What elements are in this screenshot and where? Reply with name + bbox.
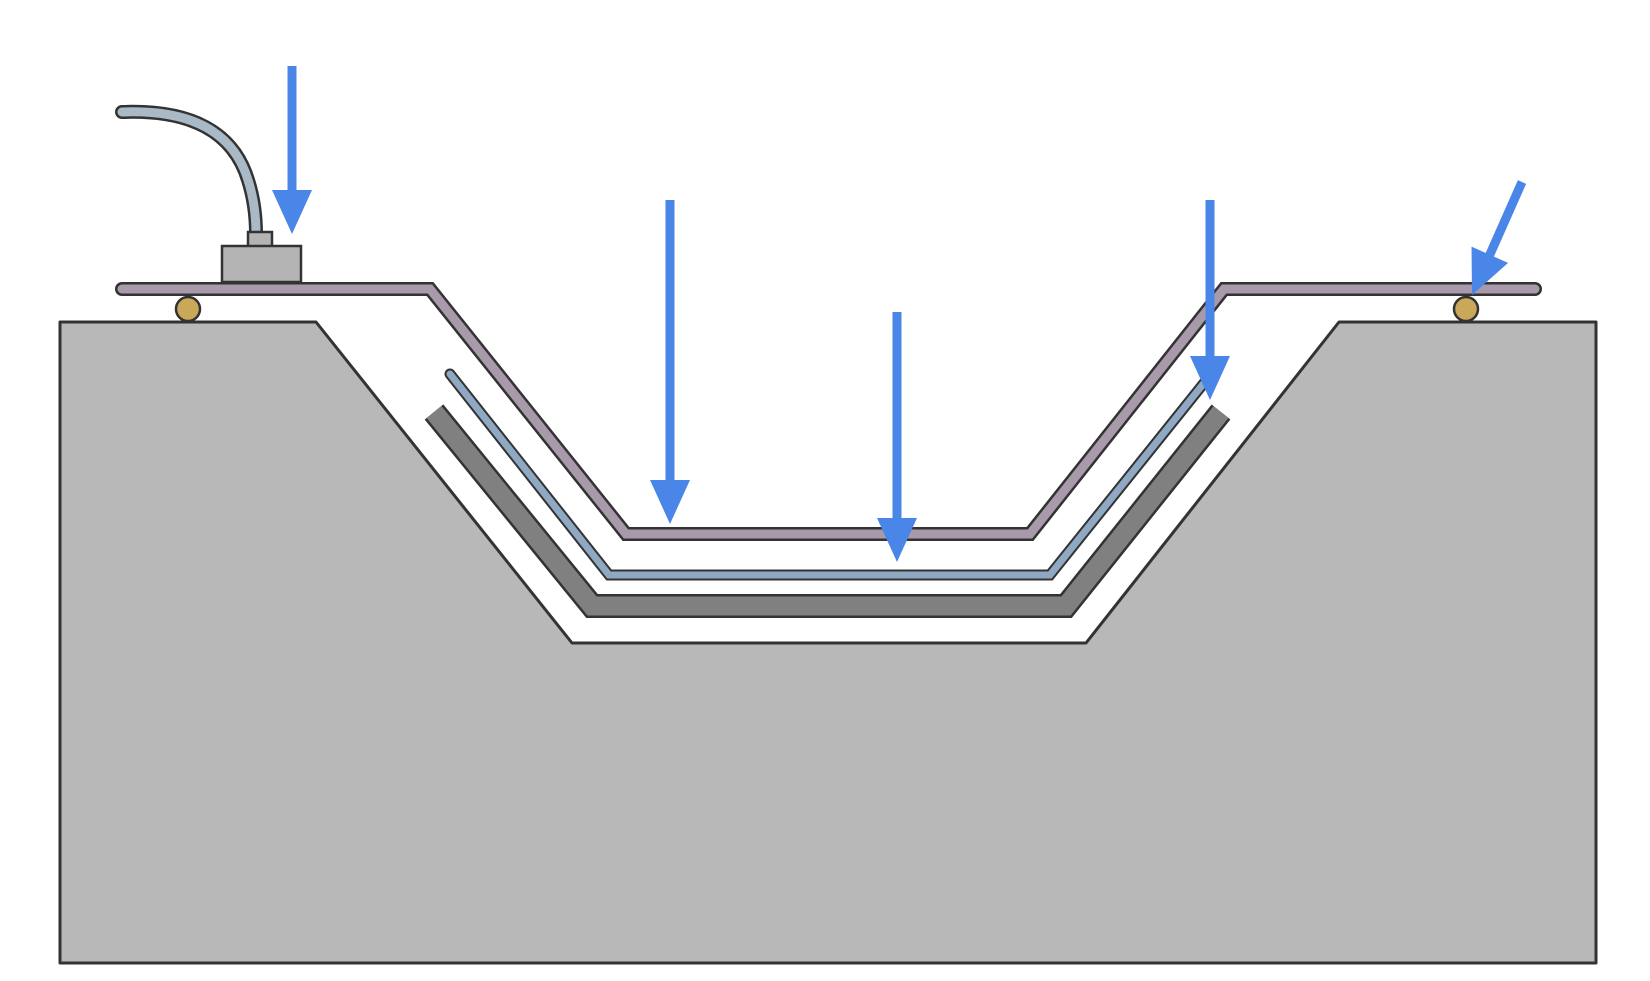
- pointer-arrows: [272, 66, 1527, 562]
- laminate-layer-fill: [426, 406, 1229, 616]
- arrow-head: [877, 518, 917, 562]
- peel-ply-layer: [444, 368, 1214, 581]
- arrow-icon: [650, 200, 690, 524]
- arrow-icon: [1471, 180, 1527, 295]
- vacuum-port-icon: [220, 230, 303, 284]
- mold: [58, 320, 1598, 965]
- arrow-head: [1190, 356, 1230, 400]
- arrow-icon: [877, 312, 917, 562]
- vacuum-bag-fill: [117, 284, 1540, 539]
- peel-ply-layer-fill: [446, 370, 1212, 579]
- sealant-tape-icon: [174, 295, 202, 323]
- arrow-head: [272, 190, 312, 234]
- arrow-icon: [272, 66, 312, 234]
- arrow-shaft: [1484, 180, 1527, 259]
- vacuum-hose: [115, 104, 263, 241]
- arrow-head: [650, 480, 690, 524]
- vacuum-hose-fill: [117, 107, 261, 239]
- arrow-head: [1471, 246, 1509, 295]
- arrow-icon: [1190, 200, 1230, 400]
- sealant-tape-icon: [1452, 295, 1480, 323]
